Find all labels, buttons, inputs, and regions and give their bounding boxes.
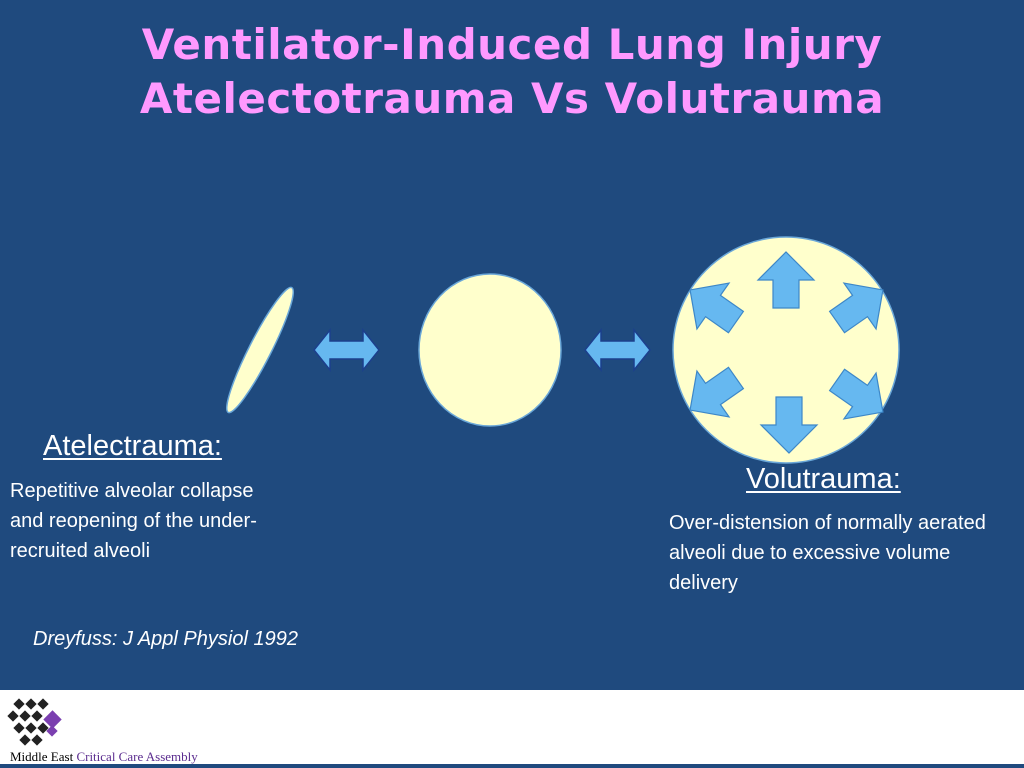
arrow-lower-left (689, 366, 745, 418)
title-line-1: Ventilator-Induced Lung Injury (141, 20, 883, 69)
footer (0, 690, 1024, 768)
alveoli-diagram (225, 236, 900, 464)
collapsed-alveolus (225, 286, 295, 414)
footer-rule (0, 764, 1024, 768)
organization-name-part2: Critical Care Assembly (76, 749, 198, 764)
organization-name-part1: Middle East (10, 749, 74, 764)
volutrauma-heading: Volutrauma: (746, 463, 901, 495)
overdistended-alveolus (672, 236, 900, 464)
double-arrow-left (313, 327, 380, 373)
organization-name: Middle East Critical Care Assembly (10, 749, 198, 765)
atelectrauma-description: Repetitive alveolar collapse and reopeni… (10, 480, 257, 562)
title-line-2: Atelectotrauma Vs Volutrauma (139, 74, 885, 123)
double-arrow-right (584, 327, 651, 373)
citation: Dreyfuss: J Appl Physiol 1992 (33, 628, 298, 650)
arrow-upper-right (828, 282, 884, 334)
assembly-logo-icon (7, 698, 62, 746)
atelectrauma-heading: Atelectrauma: (43, 430, 222, 462)
arrow-upper-left (689, 282, 745, 334)
volutrauma-description: Over-distension of normally aerated alve… (669, 512, 986, 594)
outward-arrows (689, 251, 884, 454)
normal-alveolus (418, 273, 562, 427)
arrow-up (756, 251, 816, 309)
arrow-down (759, 396, 819, 454)
slide-title: Ventilator-Induced Lung Injury Atelectot… (0, 18, 1024, 126)
arrow-lower-right (828, 368, 884, 420)
